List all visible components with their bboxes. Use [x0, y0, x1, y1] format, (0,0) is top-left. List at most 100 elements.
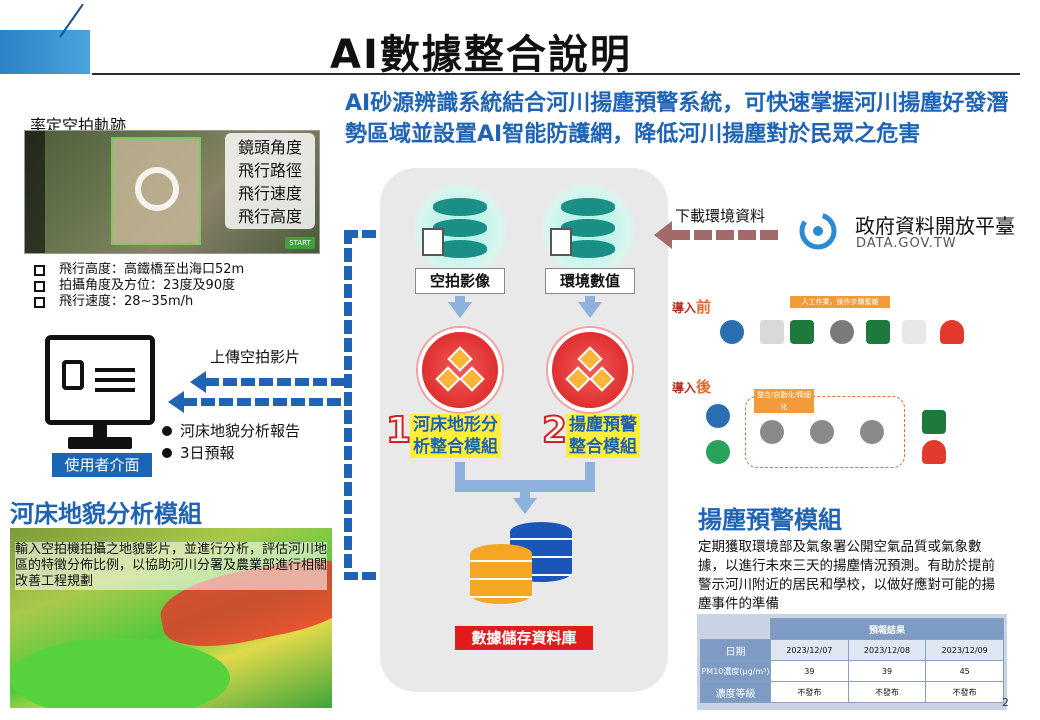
- source-aerial-label: 空拍影像: [415, 268, 505, 294]
- river-module-title: 河床地貌分析模組: [10, 500, 202, 528]
- page-title: AI數據整合說明: [330, 32, 632, 78]
- checkbox-icon: [34, 281, 45, 292]
- flow-stem: [455, 462, 465, 490]
- excel-icon: [790, 320, 814, 344]
- excel-icon: [922, 410, 946, 434]
- dashed-connector-vertical: [344, 230, 352, 580]
- upload-video-label: 上傳空拍影片: [210, 348, 301, 366]
- bullet-icon: [162, 448, 172, 458]
- storage-database-yellow-icon: [470, 544, 532, 604]
- dust-module-name: 揚塵預警 整合模組: [566, 414, 640, 458]
- gov-open-data-logo-icon: [799, 212, 837, 250]
- bullet-icon: [162, 426, 172, 436]
- model-icon: [860, 420, 884, 444]
- flight-path-icon: [135, 167, 179, 211]
- after-tag: 導入後: [672, 378, 712, 396]
- gov-platform-url: DATA.GOV.TW: [856, 236, 957, 251]
- after-flow-bar: 整合/自動化/精細化: [754, 389, 814, 413]
- drone-spec-list: 飛行高度：高鐵橋至出海口52m 拍攝角度及方位：23度及90度 飛行速度：28~…: [34, 262, 244, 310]
- module-number-1: 1: [385, 409, 412, 452]
- profile-line-icon: [95, 378, 135, 382]
- storage-label: 數據儲存資料庫: [455, 626, 593, 650]
- pm-label: PM10濃度(μg/m³): [700, 660, 771, 682]
- aerial-image-database-icon: [433, 198, 487, 262]
- document-icon: [422, 228, 444, 256]
- level-label: 濃度等級: [700, 681, 771, 703]
- level-cell: 不發布: [925, 681, 1004, 703]
- terrain-module-name: 河床地形分 析整合模組: [410, 414, 501, 458]
- dashed-connector: [344, 572, 402, 580]
- after-flow-box: [745, 396, 905, 468]
- document-search-icon: [760, 320, 784, 344]
- terrain-module-icon: [418, 328, 502, 412]
- dust-module-icon: [548, 328, 632, 412]
- dashed-connector: [205, 378, 350, 386]
- date-cell: 2023/12/08: [847, 639, 927, 661]
- forecast-table: 預報結果 日期 2023/12/07 2023/12/08 2023/12/09…: [697, 614, 1007, 710]
- terrain-region: [10, 638, 230, 708]
- pm-cell: 45: [925, 660, 1004, 682]
- environment-database-icon: [561, 198, 615, 262]
- table-row: 濃度等級 不發布 不發布 不發布: [700, 681, 1004, 703]
- drone-flight-map: 鏡頭角度 飛行路徑 飛行速度 飛行高度 START: [24, 130, 320, 254]
- merge-bar: [455, 480, 595, 492]
- spec-item: 飛行高度：高鐵橋至出海口52m: [34, 262, 244, 278]
- report-item: 3日預報: [162, 442, 300, 464]
- down-arrow-icon: [578, 302, 602, 318]
- level-cell: 不發布: [847, 681, 927, 703]
- wave-icon: [720, 320, 744, 344]
- dashed-connector: [344, 230, 402, 238]
- user-interface-label: 使用者介面: [52, 453, 152, 477]
- river-terrain-image: 輸入空拍機拍攝之地貌影片，並進行分析，評估河川地區的特徵分佈比例，以協助河川分署…: [10, 528, 332, 708]
- lstm-icon: [810, 420, 834, 444]
- monitor-base: [68, 437, 132, 449]
- spec-item: 飛行速度：28~35m/h: [34, 294, 244, 310]
- drone-parameter-labels: 鏡頭角度 飛行路徑 飛行速度 飛行高度: [225, 133, 315, 229]
- river-module-description: 輸入空拍機拍攝之地貌影片，並進行分析，評估河川地區的特徵分佈比例，以協助河川分署…: [15, 542, 328, 590]
- forecast-caption: 預報結果: [770, 618, 1004, 640]
- neural-network-icon: [760, 420, 784, 444]
- flow-stem: [455, 296, 465, 302]
- pm-cell: 39: [770, 660, 849, 682]
- function-icon: [902, 320, 926, 344]
- arrow-left-icon: [168, 391, 184, 413]
- drone-param-path: 飛行路徑: [237, 161, 302, 180]
- flow-stem: [585, 462, 595, 490]
- checkbox-icon: [34, 297, 45, 308]
- flow-stem: [520, 490, 530, 498]
- report-item: 河床地貌分析報告: [162, 420, 300, 442]
- alarm-icon: [940, 320, 964, 344]
- down-arrow-icon: [513, 498, 537, 514]
- download-env-label: 下載環境資料: [675, 207, 766, 225]
- drone-param-speed: 飛行速度: [237, 184, 302, 203]
- module-number-2: 2: [541, 409, 568, 452]
- output-report-list: 河床地貌分析報告 3日預報: [162, 420, 300, 464]
- title-underline: [92, 73, 1020, 75]
- table-row: PM10濃度(μg/m³) 39 39 45: [700, 660, 1004, 682]
- before-flow-bar: 人工作業，操作步驟繁雜: [790, 296, 890, 308]
- checkbox-icon: [34, 265, 45, 276]
- user-profile-icon: [62, 360, 84, 390]
- dashed-connector: [183, 398, 350, 406]
- gov-platform-name: 政府資料開放平臺: [855, 214, 1015, 238]
- arrow-left-icon: [190, 371, 206, 393]
- flow-stem: [585, 296, 595, 302]
- alarm-icon: [922, 440, 946, 464]
- page-subtitle: AI砂源辨識系統結合河川揚塵預警系統，可快速掌握河川揚塵好發潛勢區域並設置AI智…: [345, 91, 1009, 147]
- dashed-connector-red: [672, 230, 780, 240]
- drone-start-button[interactable]: START: [285, 237, 315, 249]
- before-tag: 導入前: [672, 298, 712, 316]
- title-accent-band: [0, 30, 90, 74]
- wave-icon: [706, 404, 730, 428]
- warning-module-description: 定期獲取環境部及氣象署公開空氣品質或氣象數據，以進行未來三天的揚塵情況預測。有助…: [698, 539, 995, 612]
- drone-param-height: 飛行高度: [237, 207, 302, 226]
- date-label: 日期: [700, 639, 771, 661]
- drone-param-angle: 鏡頭角度: [237, 138, 302, 157]
- excel-icon: [866, 320, 890, 344]
- profile-line-icon: [95, 388, 135, 392]
- page-number: 2: [1002, 696, 1009, 709]
- monitor-stand: [93, 425, 107, 437]
- document-icon: [550, 228, 572, 256]
- pm-cell: 39: [847, 660, 927, 682]
- date-cell: 2023/12/07: [770, 639, 849, 661]
